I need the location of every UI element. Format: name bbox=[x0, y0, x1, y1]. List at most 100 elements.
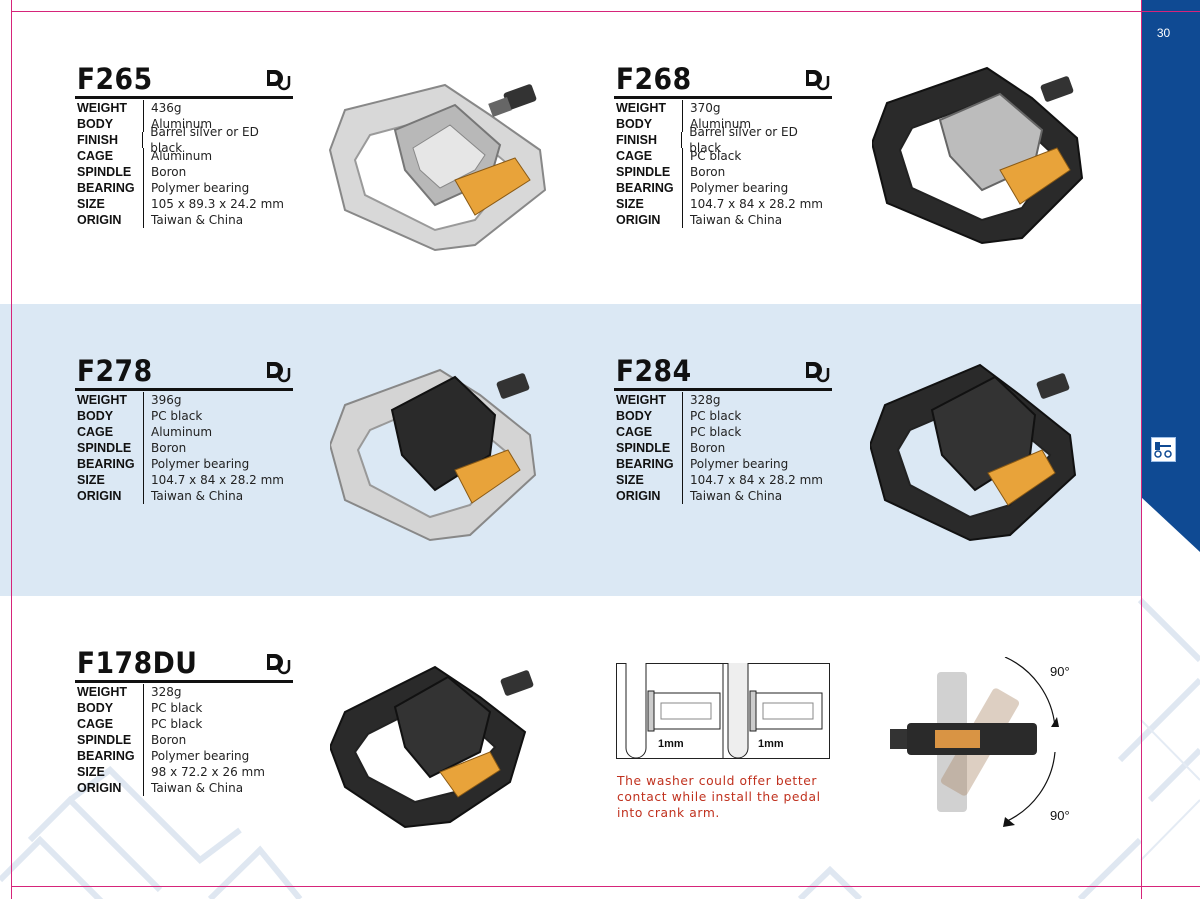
title-rule bbox=[75, 96, 293, 99]
spec-label: SPINDLE bbox=[614, 440, 683, 456]
spec-label: FINISH bbox=[75, 132, 144, 148]
spec-label: WEIGHT bbox=[75, 392, 144, 408]
spec-label: BODY bbox=[75, 116, 144, 132]
spec-label: CAGE bbox=[75, 424, 144, 440]
spec-value: PC black bbox=[690, 149, 742, 163]
spec-label: BEARING bbox=[75, 748, 144, 764]
spec-label: BODY bbox=[614, 408, 683, 424]
spec-value: 104.7 x 84 x 28.2 mm bbox=[690, 473, 823, 487]
du-bearing-icon bbox=[267, 654, 291, 675]
spec-value: 396g bbox=[151, 393, 182, 407]
spec-value: Barrel silver or ED black bbox=[689, 125, 798, 155]
spec-label: WEIGHT bbox=[75, 684, 144, 700]
spec-value: Boron bbox=[151, 441, 187, 455]
spec-label: BODY bbox=[75, 700, 144, 716]
spec-value: Polymer bearing bbox=[151, 457, 250, 471]
spec-label: WEIGHT bbox=[614, 100, 683, 116]
spec-label: SPINDLE bbox=[614, 164, 683, 180]
spec-label: CAGE bbox=[614, 424, 683, 440]
spec-label: CAGE bbox=[614, 148, 683, 164]
spec-label: SIZE bbox=[75, 764, 144, 780]
crop-mark-bottom bbox=[12, 886, 1200, 887]
spec-label: WEIGHT bbox=[75, 100, 144, 116]
spec-label: ORIGIN bbox=[614, 212, 683, 228]
spec-value: 104.7 x 84 x 28.2 mm bbox=[151, 473, 284, 487]
washer-note: The washer could offer better contact wh… bbox=[617, 774, 821, 820]
title-rule bbox=[75, 388, 293, 391]
spec-value: 370g bbox=[690, 101, 721, 115]
du-bearing-icon bbox=[806, 362, 830, 383]
spec-row-weight: WEIGHT 370g bbox=[614, 100, 832, 116]
spec-label: ORIGIN bbox=[75, 212, 144, 228]
du-bearing-icon bbox=[267, 70, 291, 91]
spec-value: Taiwan & China bbox=[151, 489, 244, 503]
spec-label: BODY bbox=[614, 116, 683, 132]
spec-row-bearing: BEARING Polymer bearing bbox=[75, 180, 293, 196]
spec-label: SIZE bbox=[75, 472, 144, 488]
spec-value: 105 x 89.3 x 24.2 mm bbox=[151, 197, 284, 211]
spec-row-size: SIZE 104.7 x 84 x 28.2 mm bbox=[75, 472, 293, 488]
spec-value: Polymer bearing bbox=[151, 749, 250, 763]
crop-mark-right bbox=[1141, 0, 1142, 899]
spec-row-bearing: BEARING Polymer bearing bbox=[75, 748, 293, 764]
spec-label: FINISH bbox=[614, 132, 683, 148]
spec-value: 328g bbox=[151, 685, 182, 699]
rotation-angle-bottom: 90° bbox=[1050, 808, 1070, 823]
du-bearing-icon bbox=[806, 70, 830, 91]
spec-row-weight: WEIGHT 328g bbox=[75, 684, 293, 700]
pedal-image-f268 bbox=[872, 66, 1084, 245]
spec-value: PC black bbox=[690, 425, 742, 439]
model-name: F278 bbox=[76, 354, 153, 388]
spec-value: Polymer bearing bbox=[151, 181, 250, 195]
spec-value: Aluminum bbox=[151, 117, 213, 131]
spec-value: 98 x 72.2 x 26 mm bbox=[151, 765, 265, 779]
spec-label: ORIGIN bbox=[75, 780, 144, 796]
model-name: F284 bbox=[615, 354, 692, 388]
spec-value: PC black bbox=[151, 717, 203, 731]
model-name: F178DU bbox=[76, 646, 198, 680]
spec-label: BEARING bbox=[75, 180, 144, 196]
spec-value: Aluminum bbox=[151, 149, 213, 163]
spec-label: ORIGIN bbox=[75, 488, 144, 504]
spec-label: CAGE bbox=[75, 716, 144, 732]
bicycle-parts-icon bbox=[1151, 437, 1176, 462]
spec-value: Boron bbox=[151, 165, 187, 179]
title-rule bbox=[614, 96, 832, 99]
washer-diagram: 1mm 1mm bbox=[616, 663, 830, 759]
spec-value: Barrel silver or ED black bbox=[150, 125, 259, 155]
spec-row-finish: FINISH Barrel silver or ED black bbox=[75, 125, 293, 155]
rotation-angle-top: 90° bbox=[1050, 664, 1070, 679]
spec-label: SIZE bbox=[75, 196, 144, 212]
spec-value: Polymer bearing bbox=[690, 181, 789, 195]
title-rule bbox=[75, 680, 293, 683]
pedal-image-f265 bbox=[328, 83, 547, 252]
spec-value: Taiwan & China bbox=[690, 489, 783, 503]
spec-label: WEIGHT bbox=[614, 392, 683, 408]
sidebar-tail bbox=[1141, 497, 1200, 552]
page-number: 30 bbox=[1156, 26, 1171, 40]
title-rule bbox=[614, 388, 832, 391]
